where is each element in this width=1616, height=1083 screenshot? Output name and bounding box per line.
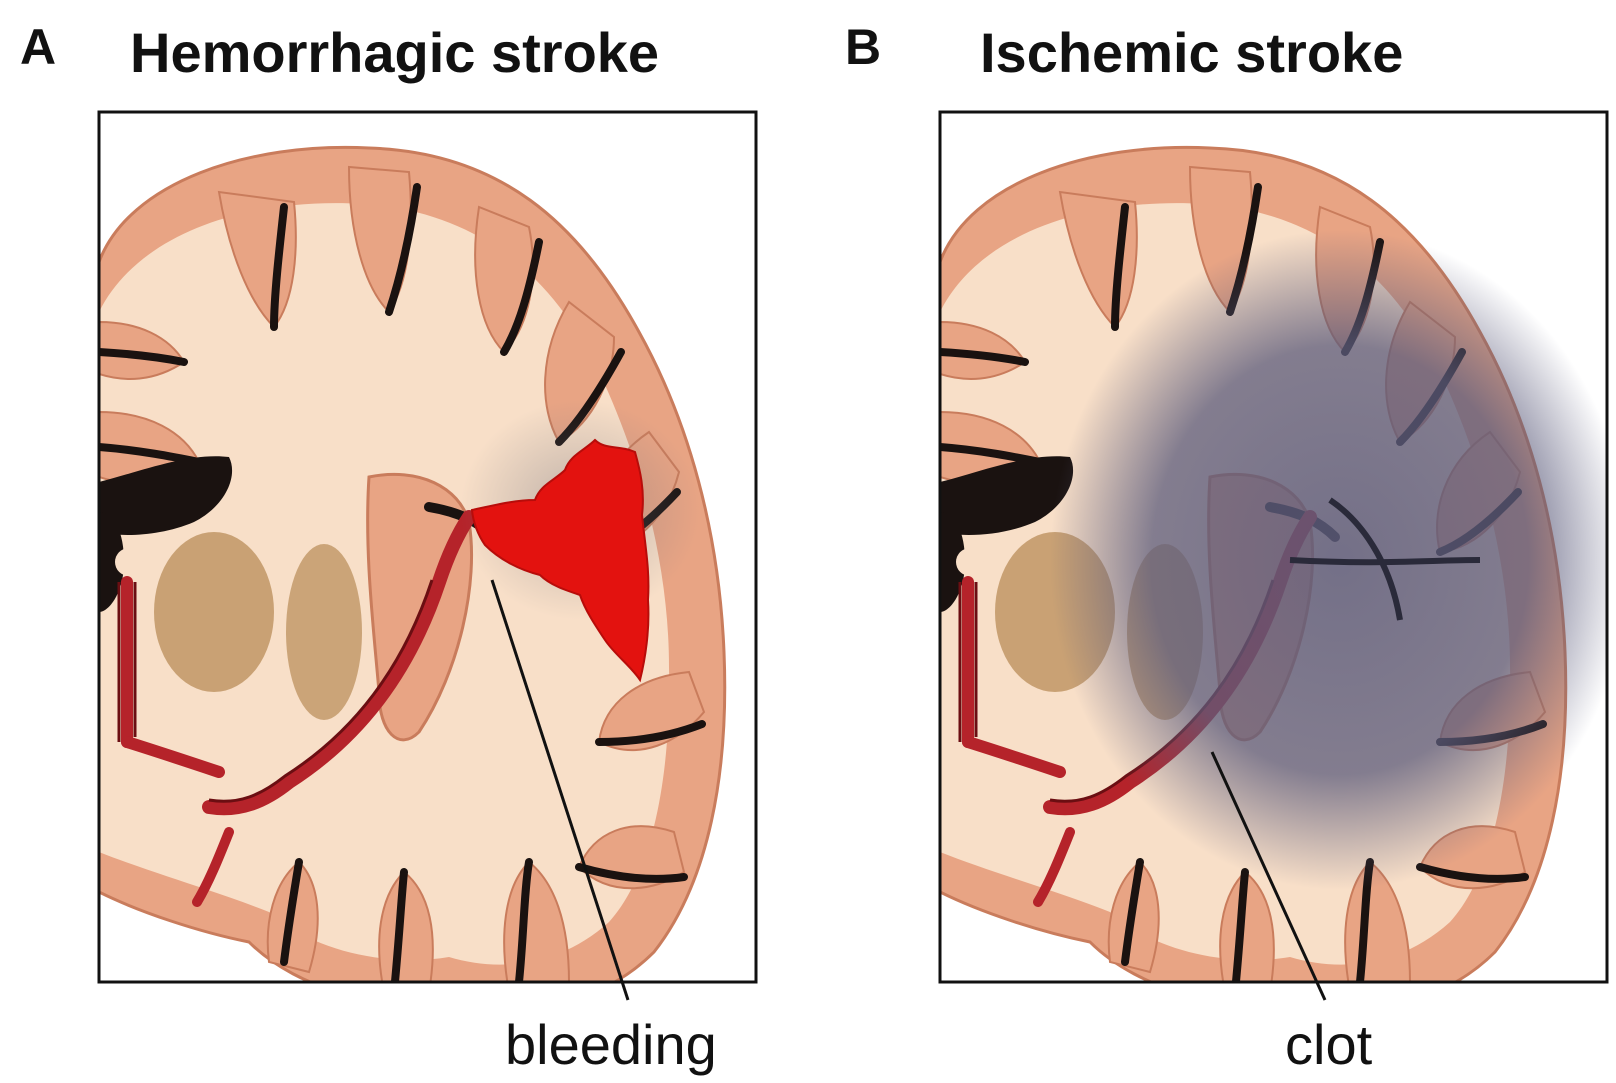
panel-a <box>99 147 725 1008</box>
bleeding-region <box>470 438 650 683</box>
clot-leader-line <box>1210 751 1327 1001</box>
bleeding-leader-line <box>490 579 630 1001</box>
panel-b-title: Ischemic stroke <box>980 21 1404 84</box>
panel-a-frame <box>97 110 758 984</box>
panel-a-letter: A <box>20 19 57 75</box>
bleeding-label: bleeding <box>505 1013 717 1076</box>
clot-label: clot <box>1285 1013 1373 1076</box>
panel-b <box>940 147 1607 1008</box>
panel-a-title: Hemorrhagic stroke <box>130 21 660 84</box>
panel-b-frame <box>938 110 1609 984</box>
panel-b-letter: B <box>845 19 882 75</box>
